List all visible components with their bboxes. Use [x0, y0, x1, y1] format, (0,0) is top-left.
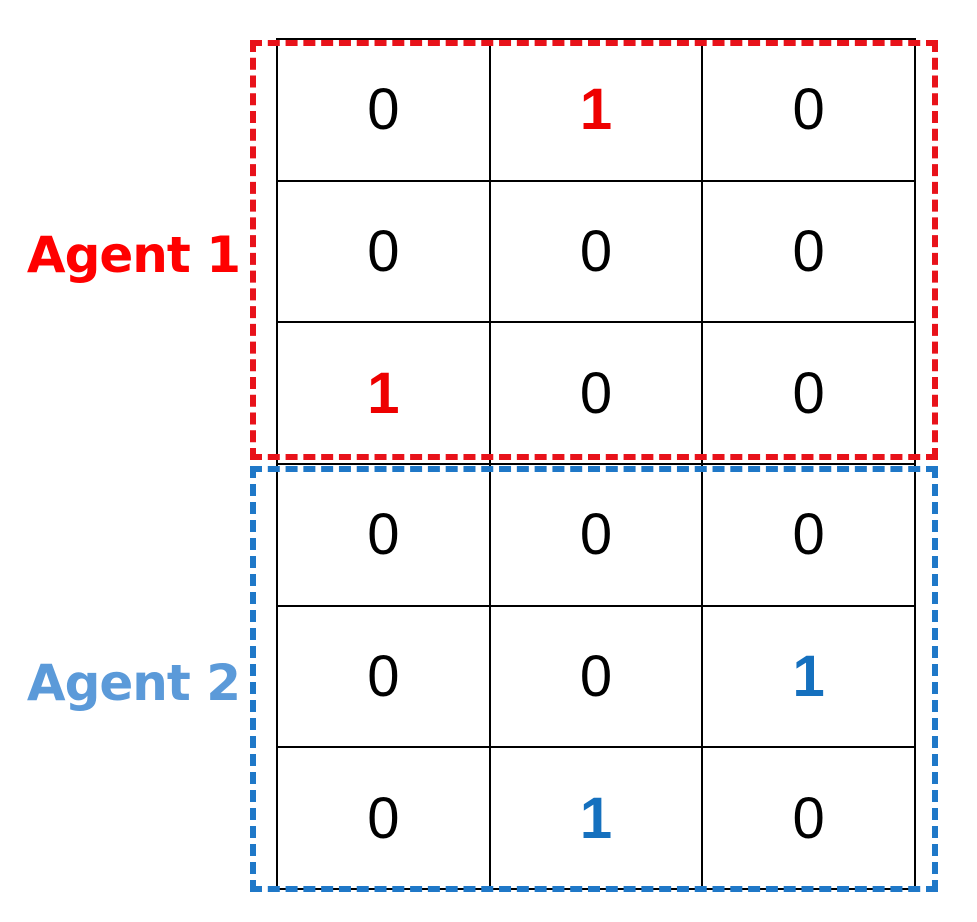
grid-cell-r2-c2: 0 — [490, 181, 704, 324]
grid-cell-r3-c3: 0 — [703, 323, 916, 465]
grid-cell-r1-c3: 0 — [703, 40, 916, 182]
grid-cell-r4-c3: 0 — [703, 465, 916, 607]
grid-cell-r5-c2: 0 — [490, 606, 704, 749]
grid-cell-r4-c2: 0 — [490, 465, 704, 607]
grid-cell-r1-c2: 1 — [490, 40, 704, 182]
grid-cell-r6-c3: 0 — [703, 748, 916, 890]
grid-cell-r2-c3: 0 — [703, 181, 916, 324]
grid-cell-r6-c2: 1 — [490, 748, 704, 890]
grid-cell-r3-c1: 1 — [278, 323, 491, 465]
grid-cell-r2-c1: 0 — [278, 181, 491, 324]
grid-cell-r5-c3: 1 — [703, 606, 916, 749]
agent1-label: Agent 1 — [26, 226, 241, 284]
grid-cell-r4-c1: 0 — [278, 465, 491, 607]
agent2-label: Agent 2 — [26, 654, 241, 712]
grid-cell-r6-c1: 0 — [278, 748, 491, 890]
grid-cell-r3-c2: 0 — [490, 323, 704, 465]
grid-cell-r5-c1: 0 — [278, 606, 491, 749]
grid-cell-r1-c1: 0 — [278, 40, 491, 182]
